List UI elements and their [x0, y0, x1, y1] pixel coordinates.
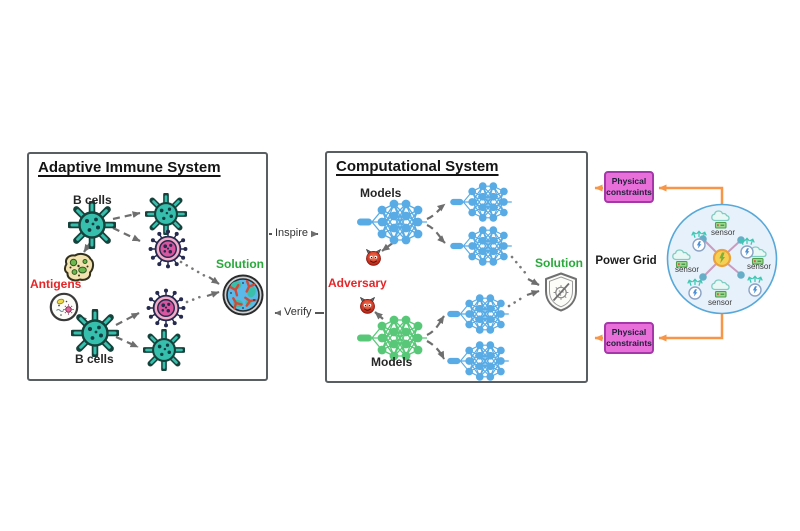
physical-constraints-bottom: Physical constraints: [604, 322, 654, 354]
inspire-label: Inspire: [272, 227, 312, 239]
immune-solution-label: Solution: [216, 257, 264, 271]
sensor-label-right: sensor: [746, 262, 771, 271]
neural-network-variant-2-icon: [450, 224, 512, 268]
shield-virus-blocked-icon: [543, 272, 579, 312]
antigens-label: Antigens: [30, 277, 82, 291]
adversary-devil-bottom-icon: [358, 296, 377, 314]
neural-network-variant-1-icon: [450, 180, 512, 224]
b-cell-top-icon: [68, 201, 116, 249]
adversary-label: Adversary: [328, 276, 387, 290]
power-meter-br-icon: [746, 275, 764, 297]
sensor-label-left: sensor: [674, 265, 699, 274]
neural-network-main-icon: [357, 197, 427, 247]
neural-network-variant-4-icon: [447, 339, 509, 383]
power-meter-tr-icon: [738, 237, 756, 259]
computational-box-title: Computational System: [336, 158, 499, 175]
b-cells-bottom-label: B cells: [75, 352, 114, 366]
computational-system-box: Computational System: [325, 151, 588, 383]
models-top-label: Models: [360, 186, 402, 200]
antigen-dish-icon: [48, 291, 80, 323]
power-meter-bl-icon: [686, 278, 704, 300]
computational-solution-label: Solution: [535, 256, 583, 270]
power-grid-label: Power Grid: [595, 255, 657, 267]
antibody-solution-icon: [221, 273, 265, 317]
power-grid-circle: [666, 203, 778, 315]
orange-grid-to-constraint-bottom: [658, 313, 724, 342]
models-bottom-label: Models: [371, 355, 413, 369]
b-cells-top-label: B cells: [73, 193, 112, 207]
sensor-label-top: sensor: [710, 228, 735, 237]
neural-network-variant-3-icon: [447, 292, 509, 336]
mutated-cell-bottom-icon: [143, 329, 185, 371]
sensor-label-bottom: sensor: [707, 298, 732, 307]
physical-constraints-top: Physical constraints: [604, 171, 654, 203]
immune-box-title: Adaptive Immune System: [38, 159, 221, 176]
virus-top-icon: [146, 227, 190, 271]
virus-bottom-icon: [144, 286, 188, 330]
verify-label: Verify: [281, 306, 315, 318]
adversary-devil-top-icon: [364, 248, 383, 266]
